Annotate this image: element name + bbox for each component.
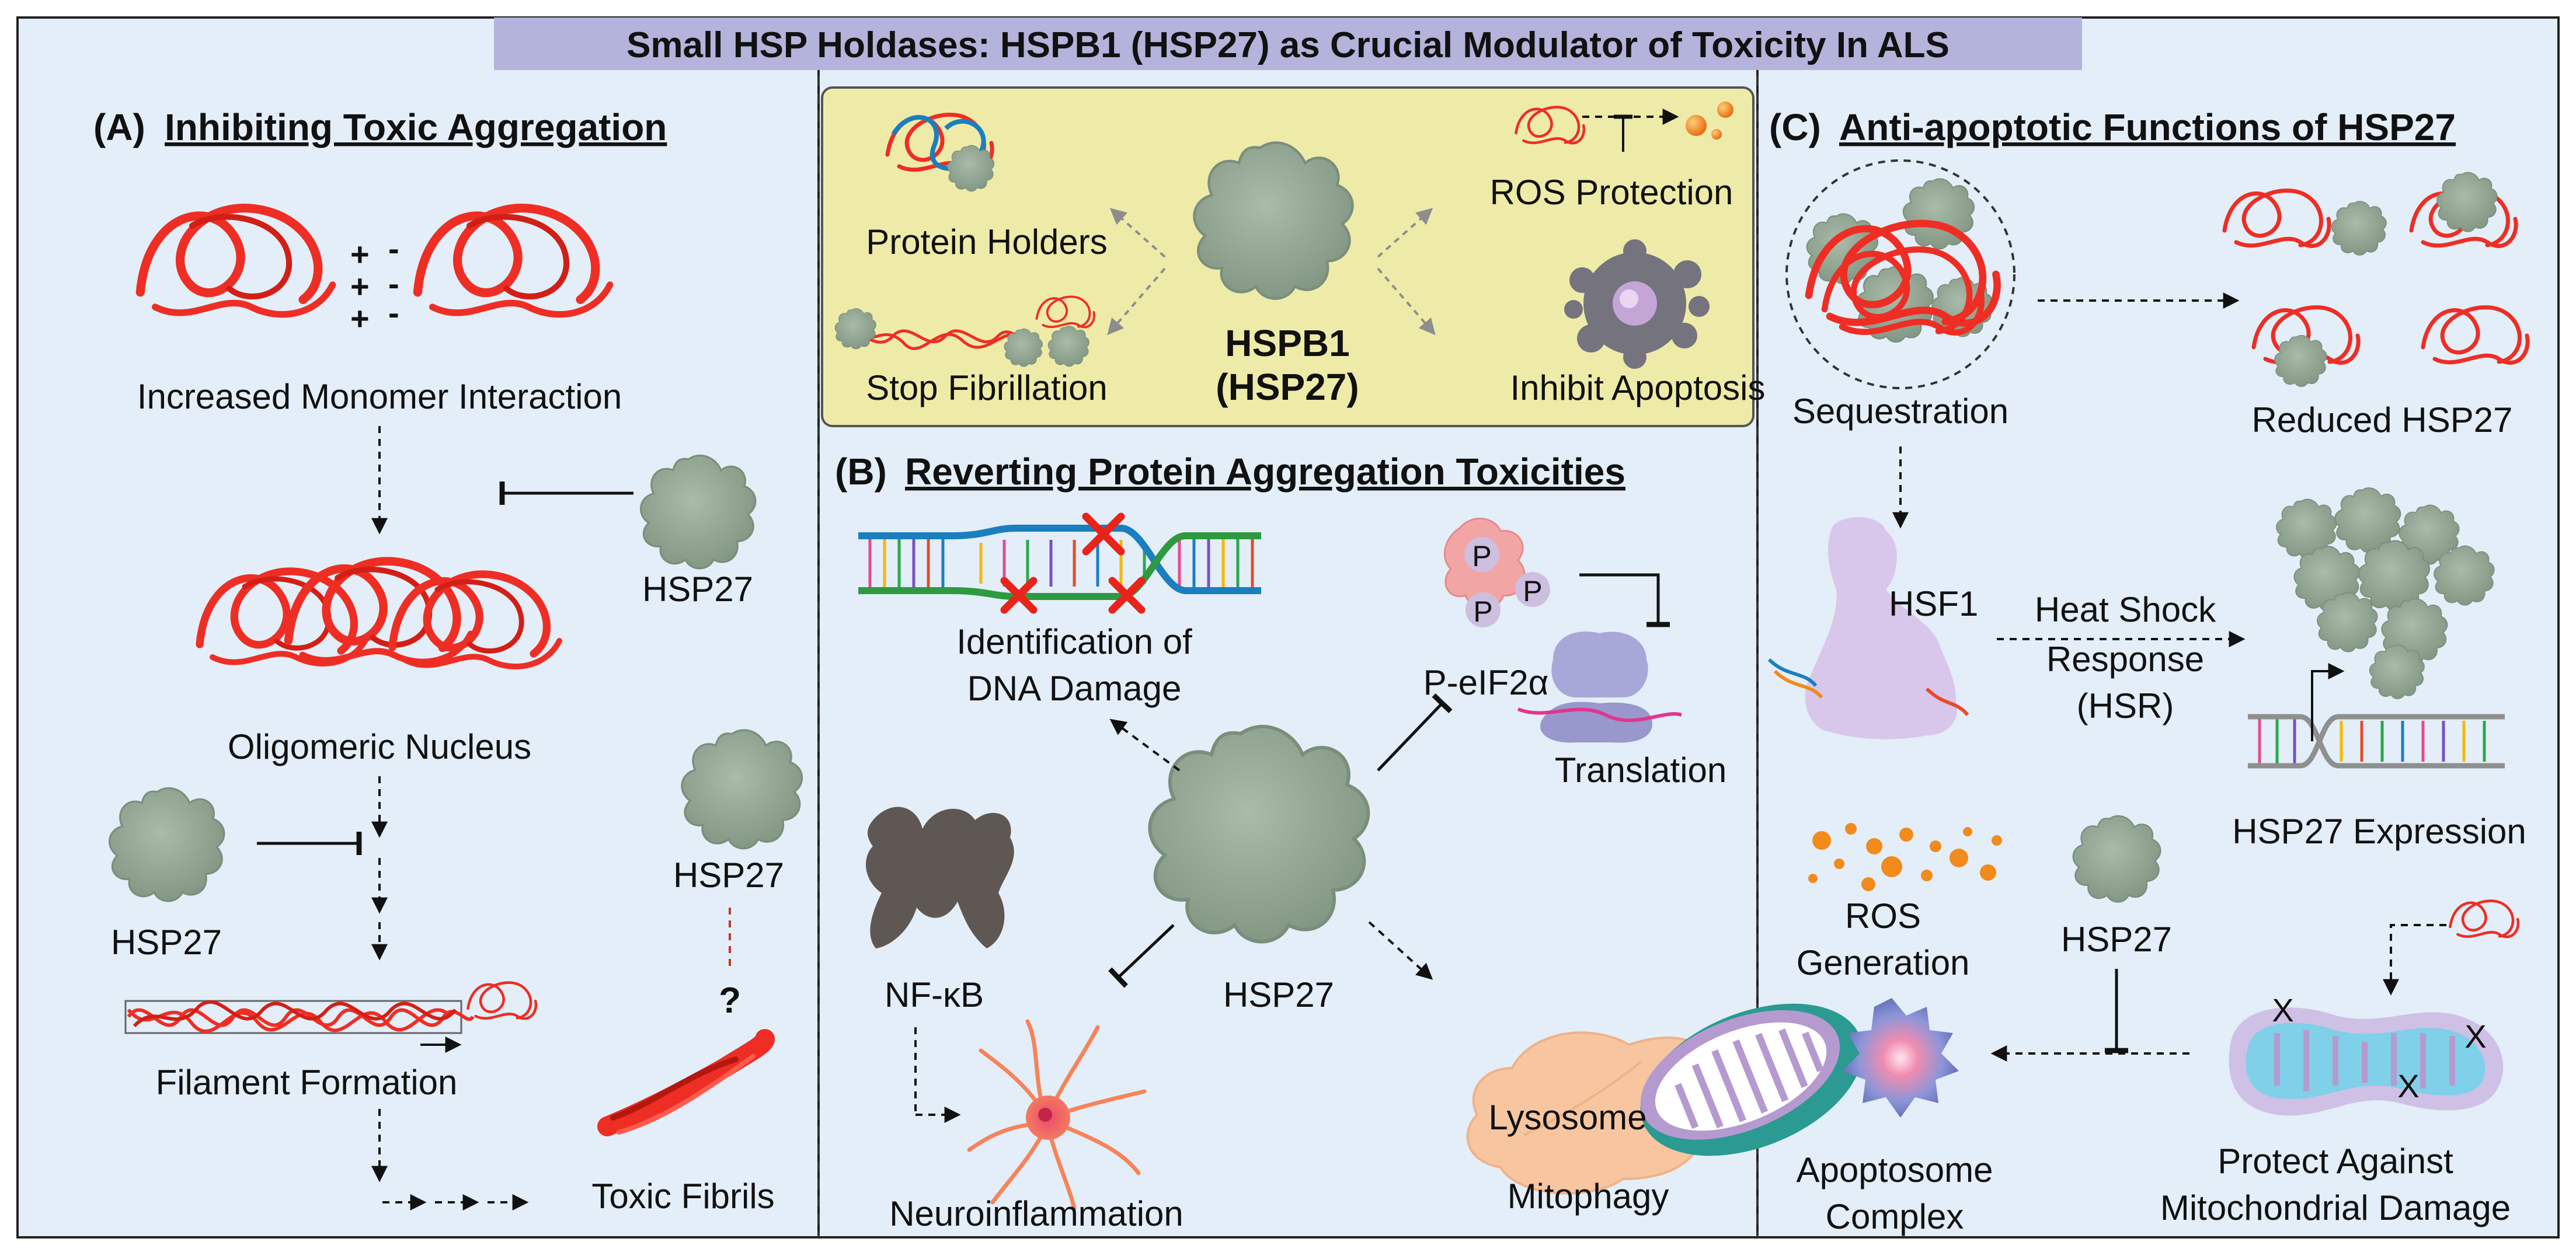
page-title: Small HSP Holdases: HSPB1 (HSP27) as Cru… [626, 25, 1950, 65]
question-mark: ? [719, 981, 741, 1021]
charge-minus-3: - [388, 294, 399, 331]
charge-minus-2: - [388, 265, 399, 302]
mitochondria-icon [2229, 1007, 2504, 1116]
center-arrows [1107, 208, 1436, 336]
sequestration-label: Sequestration [1792, 392, 2008, 431]
mito-protein-tangle [2383, 901, 2518, 996]
mitophagy-label: Mitophagy [1508, 1177, 1669, 1216]
toxic-fibrils-label: Toxic Fibrils [591, 1177, 774, 1216]
panel-c-prefix: (C) [1769, 106, 1821, 148]
inhibit-apoptosis-icon [1564, 239, 1710, 369]
sequestration-icon [1785, 159, 2015, 389]
filament-shape [124, 983, 536, 1053]
ribosome-icon [1517, 632, 1682, 743]
hsr-label-2: Response [2046, 640, 2204, 679]
apoptosome-label-2: Complex [1826, 1197, 1964, 1236]
hsp27-label-a3: HSP27 [673, 856, 784, 895]
dna-damage-label-2: DNA Damage [967, 669, 1182, 708]
x-mark-2: X [2464, 1018, 2486, 1055]
title-banner [494, 18, 2082, 70]
arrow-to-lysosome [1368, 921, 1433, 980]
hsr-label-1: Heat Shock [2035, 590, 2216, 629]
hsp27-label-b: HSP27 [1223, 975, 1334, 1014]
hsp27-expression-icon [2248, 663, 2505, 769]
panel-a-prefix: (A) [93, 106, 145, 148]
apoptosome-icon [1842, 998, 1959, 1118]
mitophagy-icon [1466, 1003, 1863, 1195]
charge-plus-3: + [350, 300, 370, 337]
dna-damage-icon [858, 512, 1261, 614]
hspb1-label: HSPB1 [1225, 322, 1349, 364]
nfkb-icon [866, 807, 1014, 948]
charge-plus-2: + [350, 268, 370, 305]
hsf1-label: HSF1 [1889, 584, 1978, 623]
nfkb-label: NF-κB [885, 975, 984, 1014]
inhibit-translation [1579, 573, 1670, 627]
mito-label-1: Protect Against [2218, 1142, 2453, 1181]
inhibit-nfkb [1108, 924, 1175, 988]
neuroinflammation-label: Neuroinflammation [889, 1194, 1183, 1233]
neuron-icon [967, 1019, 1147, 1210]
ros-generation-label-2: Generation [1797, 943, 1970, 982]
protein-holders-icon [887, 115, 994, 192]
ros-generation-label-1: ROS [1845, 896, 1921, 936]
peif2a-icon: P P P [1443, 518, 1550, 628]
hsp27-label-a2: HSP27 [111, 923, 222, 962]
hsf1-icon [1767, 517, 1969, 739]
charge-symbols: + - + - + - [350, 230, 399, 337]
charge-plus-1: + [350, 236, 370, 273]
filament-label: Filament Formation [156, 1063, 458, 1102]
inhibit-apoptosis-label: Inhibit Apoptosis [1510, 368, 1766, 407]
protein-holders-label: Protein Holders [866, 222, 1108, 261]
hsr-label-3: (HSR) [2077, 686, 2174, 725]
hsp27-expression-label: HSP27 Expression [2232, 812, 2526, 851]
mito-label-2: Mitochondrial Damage [2160, 1188, 2511, 1227]
translation-label: Translation [1555, 751, 1727, 790]
ros-generation-icon [1808, 823, 2002, 891]
monomer-label: Increased Monomer Interaction [137, 377, 622, 416]
p-label-1: P [1472, 540, 1491, 573]
apoptosome-label-1: Apoptosome [1797, 1150, 1993, 1189]
panel-a-background [16, 16, 820, 1238]
lysosome-label: Lysosome [1488, 1098, 1646, 1137]
panel-b-heading: Reverting Protein Aggregation Toxicities [905, 451, 1625, 493]
reduced-hsp27-label: Reduced HSP27 [2252, 400, 2513, 439]
x-mark-1: X [2272, 992, 2293, 1028]
charge-minus-1: - [388, 230, 399, 267]
p-label-3: P [1523, 575, 1542, 608]
panel-a-heading: Inhibiting Toxic Aggregation [165, 106, 667, 148]
hsp27-label-c: HSP27 [2061, 920, 2172, 959]
p-label-2: P [1473, 595, 1492, 628]
hsp27-label-a1: HSP27 [642, 570, 753, 609]
arrow-to-dna-damage [1109, 718, 1181, 772]
panel-b-prefix: (B) [835, 451, 887, 493]
peif2a-label: P-eIF2α [1423, 663, 1549, 702]
inhibit-peif2a [1377, 693, 1453, 772]
ros-protection-icon [1516, 102, 1733, 152]
hsp27-center-label: (HSP27) [1216, 366, 1359, 408]
stop-fibrillation-label: Stop Fibrillation [866, 368, 1108, 407]
ros-protection-label: ROS Protection [1490, 173, 1733, 212]
panel-c-heading: Anti-apoptotic Functions of HSP27 [1839, 106, 2456, 148]
stop-fibrillation-icon [834, 296, 1094, 367]
dna-damage-label-1: Identification of [956, 622, 1192, 661]
toxic-fibrils-shape [597, 1029, 775, 1136]
oligomer-label: Oligomeric Nucleus [228, 727, 531, 766]
x-mark-3: X [2397, 1067, 2419, 1104]
